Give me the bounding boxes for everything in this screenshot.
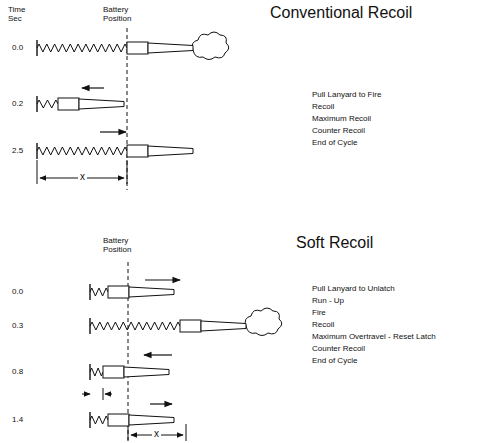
annotation-text: Recoil — [312, 320, 334, 329]
annotation-text: 1.4 — [12, 415, 23, 424]
annotation-text: Pull Lanyard to Unlatch — [312, 284, 395, 293]
gun-breech — [127, 42, 148, 54]
gun-breech — [127, 145, 148, 157]
recoil-spring — [90, 416, 108, 424]
annotation-text: End of Cycle — [312, 138, 357, 147]
counter-recoil-arrow — [150, 403, 172, 404]
annotation-text: Maximum Overtravel - Reset Latch — [312, 332, 436, 341]
annotation-text: Battery Position — [103, 5, 149, 23]
recoil-spring — [37, 44, 127, 52]
annotation-text: Recoil — [312, 102, 334, 111]
annotation-text: 0.3 — [12, 321, 23, 330]
overtravel-mark — [82, 394, 90, 395]
annotation-text: Battery Position — [103, 236, 149, 254]
recoil-spring — [90, 288, 108, 296]
annotation-text: x — [152, 428, 161, 440]
annotation-text: Maximum Recoil — [312, 114, 371, 123]
annotation-text: Run - Up — [312, 296, 344, 305]
annotation-text: x — [78, 171, 87, 183]
annotation-text: End of Cycle — [312, 356, 357, 365]
recoil-arrow — [82, 87, 104, 88]
annotation-text: Counter Recoil — [312, 126, 365, 135]
gun-barrel — [148, 146, 193, 156]
annotation-text: Pull Lanyard to Fire — [312, 90, 381, 99]
dimension-tick — [127, 160, 128, 184]
dimension-tick — [186, 424, 187, 441]
annotation-text: 0.8 — [12, 367, 23, 376]
overtravel-tick — [103, 388, 104, 400]
recoil-spring — [90, 368, 103, 376]
section-heading: Conventional Recoil — [270, 4, 412, 22]
annotation-text: 0.0 — [12, 287, 23, 296]
recoil-spring — [37, 100, 58, 108]
counter-recoil-arrow — [100, 131, 126, 132]
annotation-text: Fire — [312, 308, 326, 317]
recoil-spring — [90, 322, 180, 330]
gun-barrel — [129, 287, 174, 297]
annotation-text: Counter Recoil — [312, 344, 365, 353]
section-heading: Soft Recoil — [296, 234, 373, 252]
annotation-text: 0.0 — [12, 43, 23, 52]
gun-breech — [108, 286, 129, 298]
gun-breech — [58, 98, 79, 110]
gun-barrel — [148, 43, 193, 53]
gun-barrel — [201, 321, 246, 331]
gun-breech — [108, 414, 129, 426]
gun-breech — [103, 366, 124, 378]
annotation-text: 0.2 — [12, 99, 23, 108]
muzzle-smoke — [192, 32, 229, 60]
run-up-arrow — [145, 279, 180, 280]
muzzle-smoke — [245, 308, 282, 336]
dimension-tick — [37, 160, 38, 184]
dimension-tick — [128, 424, 129, 441]
gun-barrel — [79, 99, 124, 109]
annotation-text: Time Sec — [8, 5, 34, 23]
annotation-text: 2.5 — [12, 146, 23, 155]
gun-breech — [180, 320, 201, 332]
recoil-arrow — [144, 354, 172, 355]
recoil-spring — [37, 147, 127, 155]
gun-barrel — [129, 415, 174, 425]
gun-barrel — [124, 367, 169, 377]
overtravel-mark — [105, 394, 112, 395]
